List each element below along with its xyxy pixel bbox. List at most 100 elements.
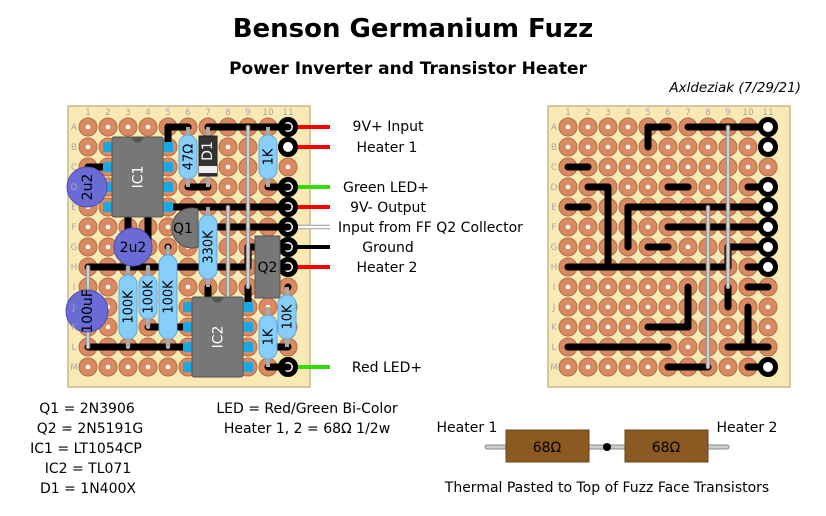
ic-pin <box>163 202 173 212</box>
pad-hole <box>125 124 131 130</box>
pad-hole <box>585 124 591 130</box>
connection-labels: 9V+ Input Heater 1 Green LED+ 9V- Output… <box>338 119 523 376</box>
ic-notch <box>212 297 223 303</box>
column-number: 7 <box>685 108 691 118</box>
electrolytic-capacitor <box>65 289 109 333</box>
row-letter: B <box>551 143 557 153</box>
column-number: 1 <box>85 108 91 118</box>
pad-hole <box>745 164 751 170</box>
transistor-q2-label: Q2 <box>258 260 278 276</box>
pad-hole <box>105 364 111 370</box>
row-letter: K <box>551 323 558 333</box>
column-number: 7 <box>205 108 211 118</box>
pad-hole <box>105 244 111 250</box>
heater-resistor-2-value: 68Ω <box>652 440 681 456</box>
row-letter: G <box>551 243 558 253</box>
pad-hole <box>85 244 91 250</box>
pad-hole <box>85 224 91 230</box>
resistor-body <box>198 214 218 280</box>
row-letter: E <box>71 203 77 213</box>
pad-hole <box>685 244 691 250</box>
electrolytic-capacitor <box>113 227 153 267</box>
label-heater-1: Heater 1 <box>357 140 418 156</box>
part-d1: D1 = 1N400X <box>40 481 136 497</box>
pad-hole <box>285 164 291 170</box>
resistor-body <box>178 134 198 180</box>
pad-hole <box>645 184 651 190</box>
pad-hole <box>185 284 191 290</box>
label-9v-output: 9V- Output <box>350 200 426 216</box>
column-number: 11 <box>762 108 773 118</box>
row-letter: H <box>551 263 558 273</box>
ic-pin <box>243 342 253 352</box>
capacitor-label: 2u2 <box>120 240 147 256</box>
pad-hole <box>585 144 591 150</box>
pad-hole <box>565 324 571 330</box>
column-number: 8 <box>705 108 711 118</box>
heater-2-label: Heater 2 <box>717 420 778 436</box>
pad-hole <box>85 364 91 370</box>
column-number: 6 <box>665 108 671 118</box>
row-letter: I <box>73 283 76 293</box>
ic-pin <box>183 302 193 312</box>
pad-hole <box>565 184 571 190</box>
pad-hole <box>605 124 611 130</box>
row-letter: K <box>71 323 78 333</box>
pad-hole <box>645 364 651 370</box>
heater-diagram: Heater 1 Heater 2 68Ω 68Ω Thermal Pasted… <box>437 420 778 496</box>
column-number: 5 <box>165 108 171 118</box>
heater-resistor-2 <box>624 429 709 463</box>
pad-hole <box>585 304 591 310</box>
note-heater: Heater 1, 2 = 68Ω 1/2w <box>224 421 390 437</box>
ic-label: IC2 <box>211 326 227 349</box>
pad-hole <box>665 284 671 290</box>
pad-hole <box>585 324 591 330</box>
pad-hole <box>565 224 571 230</box>
terminal-post <box>758 177 778 197</box>
pad-hole <box>725 364 731 370</box>
pad-hole <box>625 304 631 310</box>
resistor-label: 1K <box>262 328 277 345</box>
pad-hole <box>585 284 591 290</box>
ic-pin <box>103 202 113 212</box>
pad-hole <box>625 164 631 170</box>
terminal-post <box>758 257 778 277</box>
ic-label: IC1 <box>131 166 147 189</box>
page-subtitle: Power Inverter and Transistor Heater <box>229 59 587 79</box>
column-number: 3 <box>125 108 131 118</box>
resistor-body <box>158 254 178 340</box>
ic-pin <box>163 142 173 152</box>
pad-hole <box>645 224 651 230</box>
row-letter: C <box>71 163 77 173</box>
author-credit: Axldeziak (7/29/21) <box>668 80 801 96</box>
ic-pin <box>243 302 253 312</box>
heater-resistor-1 <box>505 429 590 463</box>
pad-hole <box>665 304 671 310</box>
terminal-post <box>758 137 778 157</box>
row-letter: F <box>551 223 556 233</box>
notes: LED = Red/Green Bi-Color Heater 1, 2 = 6… <box>216 401 398 437</box>
pad-hole <box>605 164 611 170</box>
row-letter: I <box>553 283 556 293</box>
column-number: 1 <box>565 108 571 118</box>
pad-hole <box>605 304 611 310</box>
pad-hole <box>145 124 151 130</box>
resistor-body <box>258 134 278 180</box>
terminal-post <box>758 237 778 257</box>
pad-hole <box>125 364 131 370</box>
pad-hole <box>585 224 591 230</box>
page-title: Benson Germanium Fuzz <box>233 14 594 44</box>
label-heater-2: Heater 2 <box>357 260 418 276</box>
transistor-q2-body <box>254 235 281 299</box>
column-number: 2 <box>585 108 591 118</box>
part-ic2: IC2 = TL071 <box>45 461 132 477</box>
pad-hole <box>765 304 771 310</box>
ic-pin <box>183 362 193 372</box>
pad-hole <box>705 164 711 170</box>
pad-hole <box>145 364 151 370</box>
pad-hole <box>105 284 111 290</box>
row-letter: D <box>71 183 78 193</box>
